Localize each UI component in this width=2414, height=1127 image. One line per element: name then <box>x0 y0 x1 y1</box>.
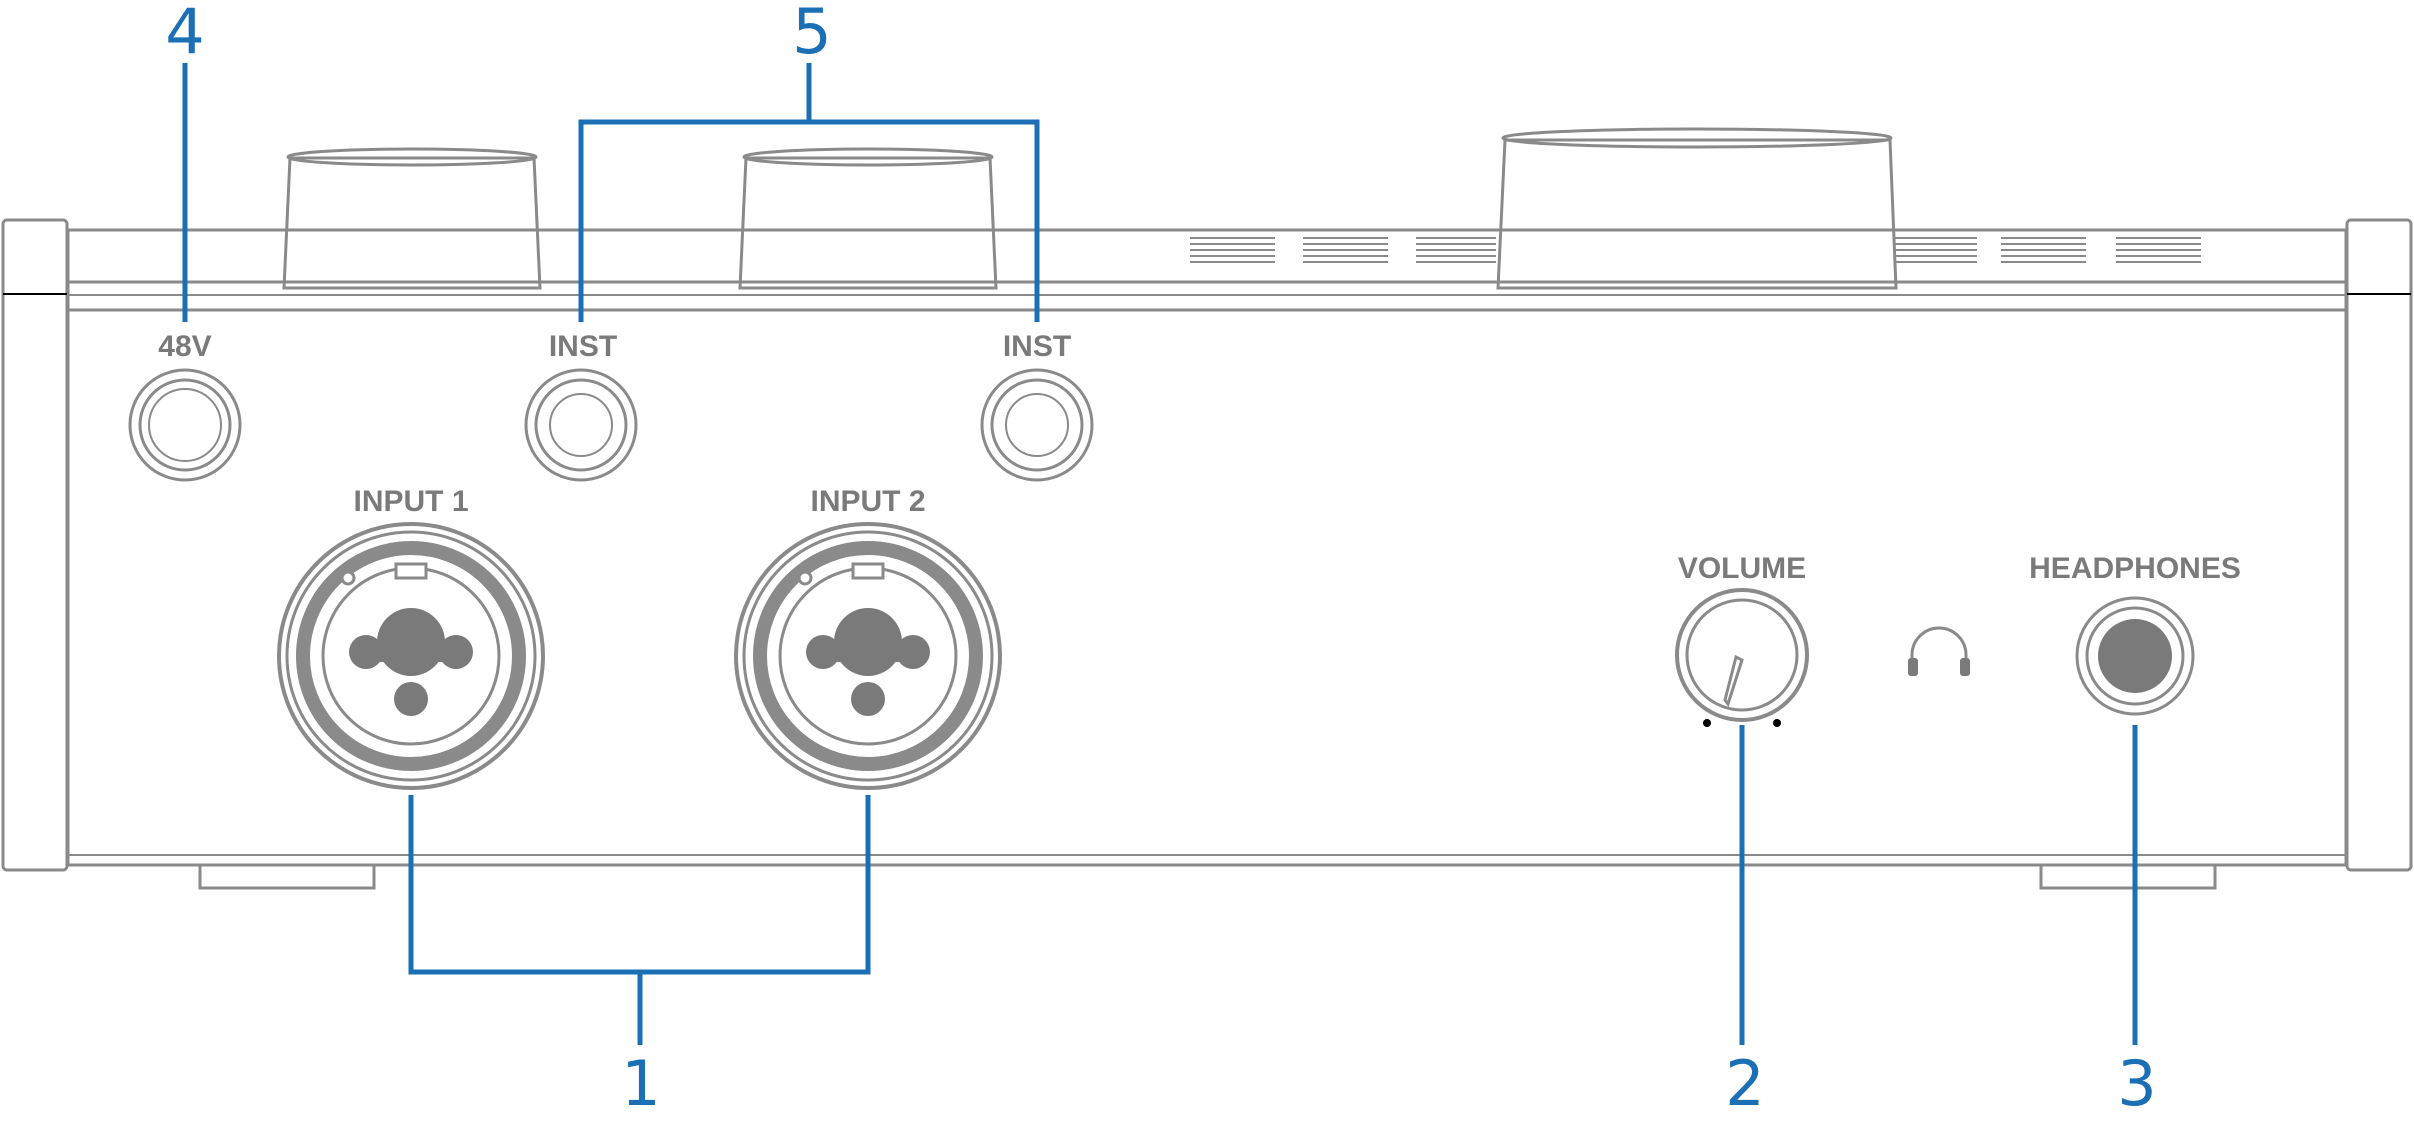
volume-label: VOLUME <box>1678 552 1806 585</box>
right-side-cap <box>2345 218 2413 872</box>
callout-2: 2 <box>1725 1047 1764 1120</box>
left-side-cap <box>1 218 69 872</box>
callout-3: 3 <box>2117 1047 2156 1120</box>
device-body <box>1 218 2413 890</box>
inst-label-1: INST <box>549 330 617 363</box>
callout-4: 4 <box>165 0 204 68</box>
headphones-label: HEADPHONES <box>2029 552 2241 585</box>
volume-knob[interactable] <box>1675 588 1809 727</box>
input-2-label: INPUT 2 <box>810 485 925 518</box>
callout-5: 5 <box>792 0 831 68</box>
gain-knob-1 <box>282 147 542 290</box>
inst-switch-1[interactable] <box>524 368 638 482</box>
callout-lines <box>182 63 2138 1045</box>
phantom-power-switch[interactable] <box>128 368 242 482</box>
monitor-knob <box>1496 127 1898 290</box>
inst-switch-2[interactable] <box>980 368 1094 482</box>
inst-label-2: INST <box>1003 330 1071 363</box>
headphones-icon <box>1908 626 1970 676</box>
left-foot <box>198 865 376 890</box>
gain-knob-2 <box>738 147 998 290</box>
combo-input-1[interactable] <box>277 522 545 790</box>
vent-grilles <box>1190 237 2201 263</box>
combo-input-2[interactable] <box>734 522 1002 790</box>
right-foot <box>2039 865 2217 890</box>
callout-1: 1 <box>621 1047 660 1120</box>
phantom-label: 48V <box>158 330 211 363</box>
headphones-jack[interactable] <box>2075 596 2195 716</box>
input-1-label: INPUT 1 <box>353 485 468 518</box>
